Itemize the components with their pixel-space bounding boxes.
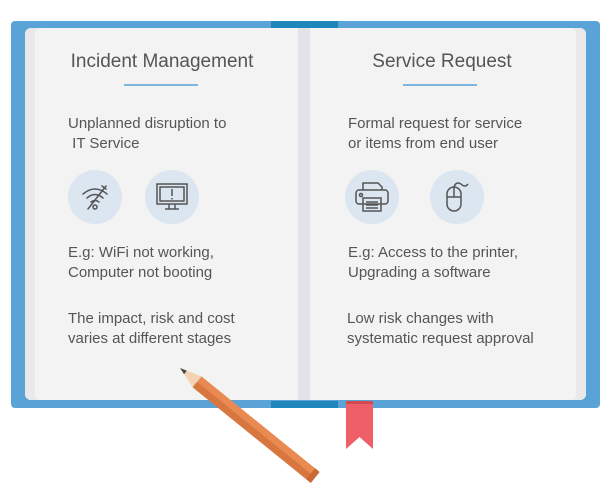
book-gutter <box>298 28 310 400</box>
printer-icon <box>345 170 399 224</box>
incident-note: The impact, risk and cost varies at diff… <box>68 310 235 347</box>
title-underline <box>124 84 198 86</box>
incident-management-title: Incident Management <box>70 51 254 72</box>
service-definition: Formal request for service or items from… <box>348 115 523 152</box>
title-underline <box>403 84 477 86</box>
mouse-icon <box>430 170 484 224</box>
book-spine-top <box>271 21 338 28</box>
service-examples: E.g: Access to the printer, Upgrading a … <box>348 244 519 281</box>
incident-examples: E.g: WiFi not working, Computer not boot… <box>68 244 214 281</box>
service-note: Low risk changes with systematic request… <box>347 310 534 347</box>
service-request-title: Service Request <box>372 51 512 72</box>
bookmark-ribbon <box>346 401 373 449</box>
pencil-icon <box>180 368 320 483</box>
book-spine-bottom <box>271 401 338 408</box>
monitor-alert-icon <box>145 170 199 224</box>
incident-definition: Unplanned disruption to IT Service <box>68 115 227 152</box>
wifi-off-icon <box>68 170 122 224</box>
